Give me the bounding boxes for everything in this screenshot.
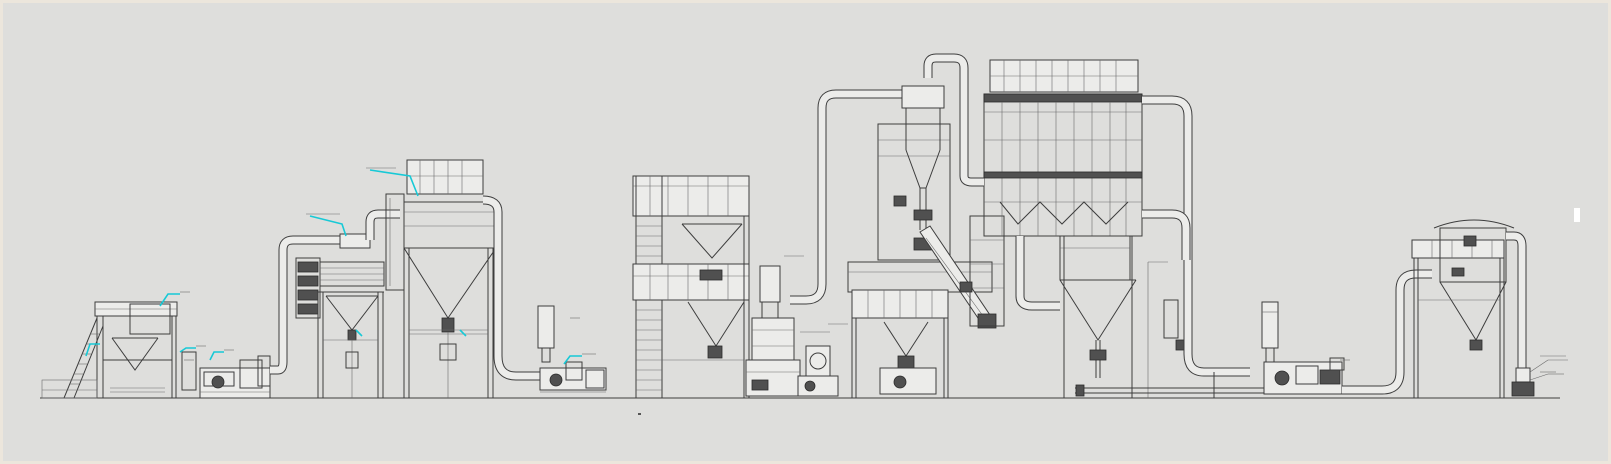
cyclone-1	[295, 233, 385, 398]
tower-structure-1	[632, 175, 750, 398]
cyclone-2	[893, 53, 969, 251]
screw-feeder-1	[537, 305, 607, 393]
pipe-filter1-to-feeder1	[482, 195, 540, 381]
pulse-bag-filter-large	[983, 59, 1185, 398]
bucket-elevator	[919, 215, 1005, 329]
bag-filter-1	[385, 159, 497, 398]
tower-structure-2	[847, 123, 993, 398]
classifier-mill	[745, 265, 801, 397]
margin-marker	[1574, 208, 1580, 222]
pipe-mill-to-cyclone2	[790, 89, 902, 305]
pipe-cyclone1-to-filter1	[365, 209, 400, 240]
pipe-feeder2-to-silo	[1342, 269, 1432, 395]
feed-hopper-stairs	[41, 301, 178, 399]
feed-crusher	[181, 351, 271, 399]
packing-machine	[1511, 359, 1568, 397]
annotation-marks	[180, 167, 1566, 373]
pipe-filter-exhaust	[1075, 95, 1270, 398]
pipe-crusher-to-cyclone1	[270, 235, 340, 375]
pipe-cyclone2-to-filter	[959, 110, 1060, 311]
product-silo	[1411, 219, 1527, 398]
callout-leaders	[85, 169, 582, 365]
screw-feeder-2	[1261, 301, 1345, 395]
fan-1	[797, 331, 839, 397]
center-dot	[638, 413, 641, 415]
